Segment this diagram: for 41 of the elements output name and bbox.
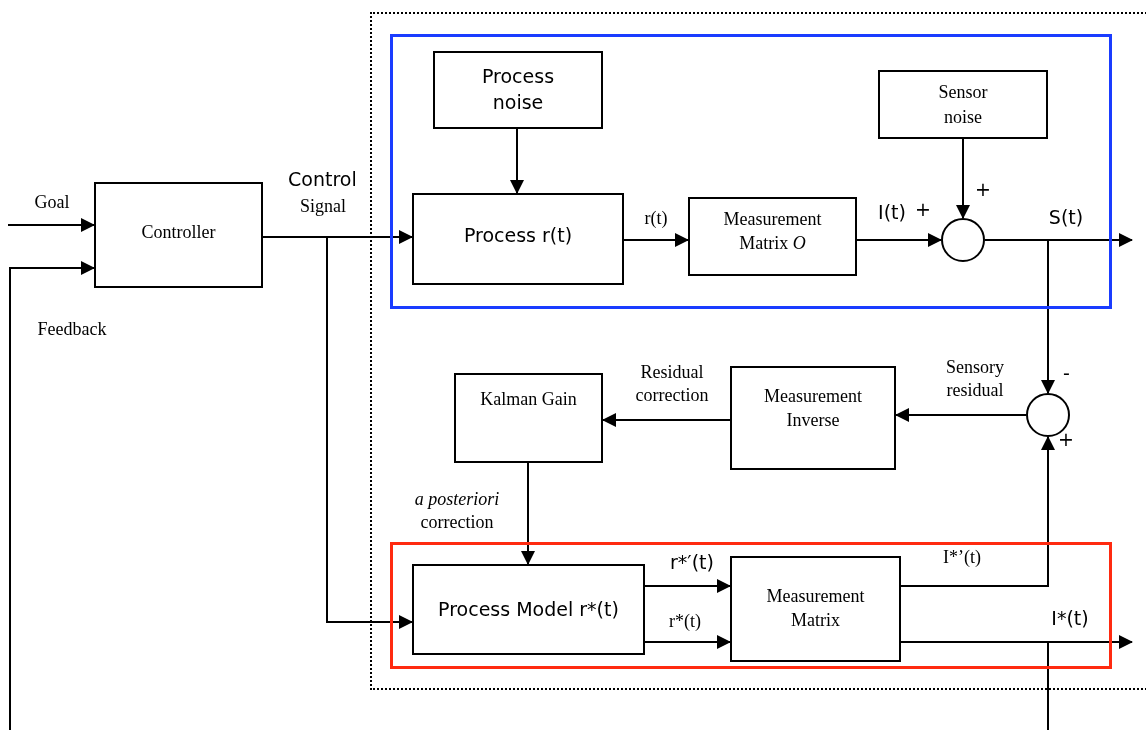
box-label: Kalman Gain: [480, 388, 577, 411]
arrow: [984, 239, 1055, 394]
group-frame: [370, 12, 1146, 690]
summing-junction: [941, 218, 985, 262]
arrow: [623, 233, 689, 247]
arrow: [521, 462, 535, 565]
signal-label: Control: [288, 170, 357, 189]
group-frame: [390, 542, 1112, 669]
box-label: Measurement Matrix: [765, 585, 866, 633]
process-box: [412, 564, 645, 655]
box-label: Process r(t): [463, 223, 573, 248]
process-box: [730, 366, 896, 470]
arrow: [9, 261, 95, 730]
box-label: Sensor noise: [937, 81, 989, 129]
arrow: [602, 413, 731, 427]
sign-label: -: [1063, 364, 1070, 383]
process-box: [412, 193, 624, 285]
box-label: Process Model r*(t): [438, 596, 619, 622]
arrow: [510, 128, 524, 194]
box-label: Process noise: [480, 64, 556, 115]
arrow: [7, 218, 95, 232]
process-box: [688, 197, 857, 276]
process-box: [454, 373, 603, 463]
box-label: Measurement Matrix O: [722, 208, 823, 256]
group-frame: [390, 34, 1112, 309]
arrow: [895, 408, 1027, 422]
process-box: [878, 70, 1048, 139]
arrow: [856, 233, 942, 247]
sign-label: +: [1058, 430, 1074, 449]
process-box: [94, 182, 263, 288]
sign-label: +: [975, 180, 991, 199]
arrow: [644, 579, 731, 593]
box-label: Controller: [141, 221, 216, 244]
arrow: [900, 436, 1055, 587]
sign-label: +: [915, 200, 931, 219]
signal-label: Signal: [300, 197, 346, 215]
arrow: [644, 635, 731, 649]
process-box: [433, 51, 603, 129]
arrow: [956, 138, 970, 219]
process-box: [730, 556, 901, 662]
box-label: Measurement Inverse: [763, 385, 863, 433]
